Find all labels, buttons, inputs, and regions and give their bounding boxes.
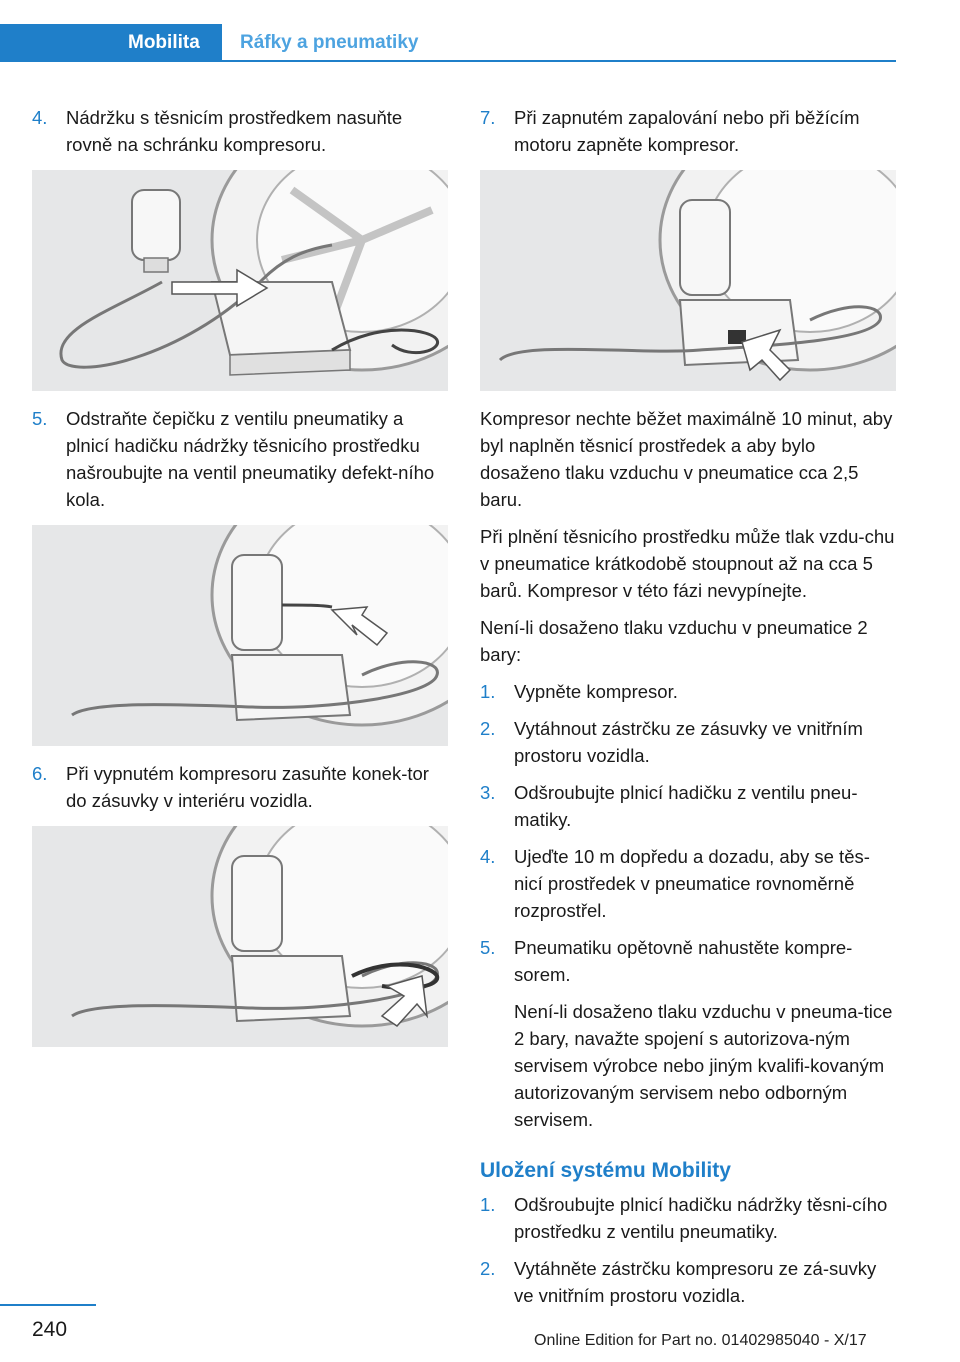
tab-rafky-a-pneumatiky: Ráfky a pneumatiky bbox=[222, 24, 896, 62]
step-text: Pneumatiku opětovně nahustěte kompre‐sor… bbox=[514, 937, 853, 985]
tab-mobilita-label: Mobilita bbox=[128, 32, 200, 53]
step-number: 4. bbox=[480, 846, 496, 867]
step-number: 1. bbox=[480, 1194, 496, 1215]
page-number-rule bbox=[0, 1304, 96, 1306]
page-header: Mobilita Ráfky a pneumatiky bbox=[0, 24, 896, 62]
step-number: 4. bbox=[32, 107, 48, 128]
section-heading: Uložení systému Mobility bbox=[480, 1159, 731, 1182]
right-column: 7. Při zapnutém zapalování nebo při běží… bbox=[480, 104, 896, 1319]
step-5: 5. Odstraňte čepičku z ventilu pneumatik… bbox=[32, 405, 448, 513]
page-number: 240 bbox=[32, 1318, 68, 1341]
step-text: Odstraňte čepičku z ventilu pneumatiky a… bbox=[66, 408, 435, 510]
paragraph: Při plnění těsnicího prostředku může tla… bbox=[480, 526, 895, 601]
step-7: 7. Při zapnutém zapalování nebo při běží… bbox=[480, 104, 896, 158]
step-6: 6. Při vypnutém kompresoru zasuňte konek… bbox=[32, 760, 448, 814]
step-text: Odšroubujte plnicí hadičku nádržky těsni… bbox=[514, 1194, 888, 1242]
step-text: Při zapnutém zapalování nebo při běžícím… bbox=[514, 107, 860, 155]
step-text: Vytáhnout zástrčku ze zásuvky ve vnitřní… bbox=[514, 718, 863, 766]
tab-rafky-label: Ráfky a pneumatiky bbox=[240, 32, 419, 53]
wheel-compressor-drawing bbox=[59, 170, 448, 376]
step-number: 6. bbox=[32, 763, 48, 784]
step-number: 7. bbox=[480, 107, 496, 128]
step-number: 2. bbox=[480, 718, 496, 739]
step-number: 2. bbox=[480, 1258, 496, 1279]
step-text: Vytáhněte zástrčku kompresoru ze zá‐suvk… bbox=[514, 1258, 877, 1306]
section-step-1: 1. Odšroubujte plnicí hadičku nádržky tě… bbox=[480, 1191, 896, 1245]
illustration-plug-into-socket bbox=[32, 826, 448, 1047]
illustration-connect-hose-to-valve bbox=[32, 525, 448, 746]
step-4: 4. Ujeďte 10 m dopředu a dozadu, aby se … bbox=[480, 843, 896, 924]
step-text: Ujeďte 10 m dopředu a dozadu, aby se těs… bbox=[514, 846, 870, 921]
step-4: 4. Nádržku s těsnicím prostředkem nasuňt… bbox=[32, 104, 448, 158]
illustration-switch-on-compressor bbox=[480, 170, 896, 391]
step-text: Při vypnutém kompresoru zasuňte konek‐to… bbox=[66, 763, 429, 811]
step-2: 2. Vytáhnout zástrčku ze zásuvky ve vnit… bbox=[480, 715, 896, 769]
illustration-attach-sealant-bottle bbox=[32, 170, 448, 391]
step-text: Nádržku s těsnicím prostředkem nasuňte r… bbox=[66, 107, 403, 155]
step-number: 1. bbox=[480, 681, 496, 702]
section-step-2: 2. Vytáhněte zástrčku kompresoru ze zá‐s… bbox=[480, 1255, 896, 1309]
step-text: Odšroubujte plnicí hadičku z ventilu pne… bbox=[514, 782, 858, 830]
step-1: 1. Vypněte kompresor. bbox=[480, 678, 896, 705]
step-5-note: Není-li dosaženo tlaku vzduchu v pneuma‐… bbox=[514, 1001, 893, 1130]
step-3: 3. Odšroubujte plnicí hadičku z ventilu … bbox=[480, 779, 896, 833]
step-number: 3. bbox=[480, 782, 496, 803]
footer-edition-note: Online Edition for Part no. 01402985040 … bbox=[534, 1332, 867, 1349]
left-column: 4. Nádržku s těsnicím prostředkem nasuňt… bbox=[32, 104, 448, 1061]
header-rule bbox=[222, 60, 896, 62]
step-number: 5. bbox=[480, 937, 496, 958]
step-number: 5. bbox=[32, 408, 48, 429]
wheel-compressor-drawing bbox=[498, 170, 896, 382]
step-5: 5. Pneumatiku opětovně nahustěte kompre‐… bbox=[480, 934, 896, 988]
step-text: Vypněte kompresor. bbox=[514, 681, 678, 702]
wheel-compressor-drawing bbox=[71, 525, 448, 727]
paragraph: Kompresor nechte běžet maximálně 10 minu… bbox=[480, 408, 893, 510]
paragraph: Není-li dosaženo tlaku vzduchu v pneumat… bbox=[480, 617, 868, 665]
wheel-compressor-drawing bbox=[71, 826, 448, 1028]
tab-mobilita: Mobilita bbox=[0, 24, 222, 62]
